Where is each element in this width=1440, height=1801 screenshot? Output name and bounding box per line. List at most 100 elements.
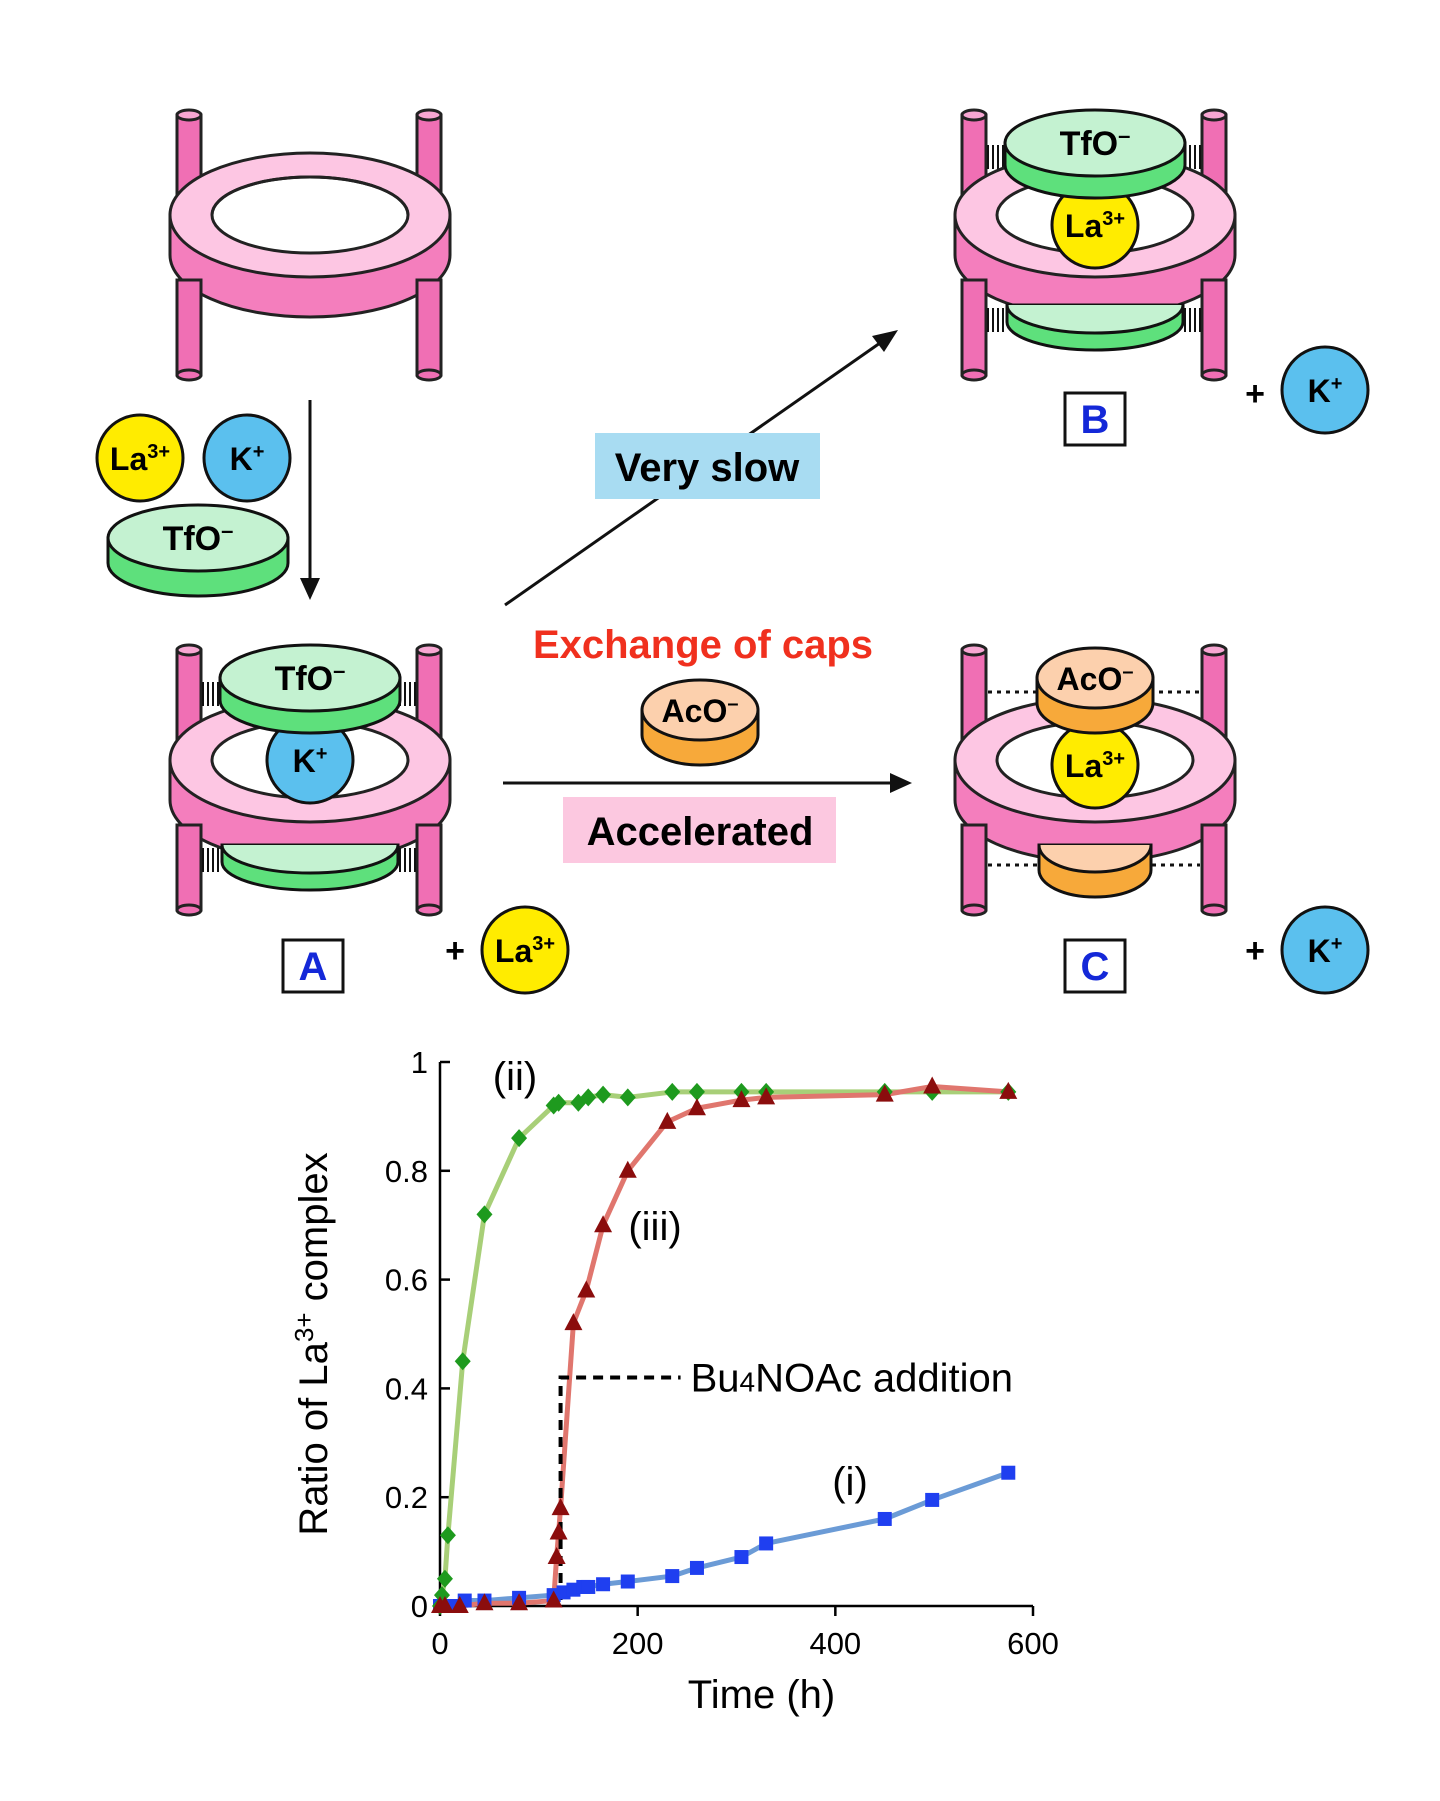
svg-text:La3+: La3+ (110, 441, 170, 477)
series-line (440, 1083, 1009, 1609)
data-point-square (581, 1579, 596, 1594)
series-markers (431, 1076, 1018, 1615)
svg-text:Very slow: Very slow (615, 446, 800, 490)
annotation-label: Bu4NOAc addition (691, 1357, 1013, 1401)
series-label: (iii) (628, 1205, 681, 1249)
data-point-triangle (658, 1111, 677, 1129)
data-point-triangle (594, 1215, 613, 1233)
reagent-aco: AcO– (640, 678, 760, 767)
host-empty (168, 108, 452, 382)
data-point-triangle (923, 1076, 942, 1094)
data-point-triangle (544, 1590, 563, 1608)
very-slow-label: Very slow (595, 433, 820, 499)
exchange-label: Exchange of caps (533, 623, 873, 667)
y-tick-label: 0.6 (385, 1263, 428, 1298)
data-point-square (925, 1492, 940, 1507)
la-label: La (110, 441, 148, 477)
data-point-diamond (511, 1129, 528, 1148)
reagent-k: K+ (202, 413, 292, 503)
data-point-triangle (577, 1280, 596, 1298)
addition-annotation: Bu4NOAc addition (558, 1357, 1013, 1600)
data-point-diamond (595, 1085, 612, 1104)
svg-text:TfO–: TfO– (163, 518, 234, 558)
data-point-triangle (549, 1522, 568, 1540)
reagent-la: La3+ (95, 413, 185, 503)
data-point-triangle (475, 1593, 494, 1611)
svg-text:La3+: La3+ (495, 933, 555, 969)
series-line (440, 1470, 1010, 1609)
svg-text:La3+: La3+ (1065, 748, 1125, 784)
data-point-triangle (564, 1313, 583, 1331)
data-point-triangle (435, 1596, 454, 1613)
data-point-diamond (436, 1569, 453, 1588)
data-point-triangle (551, 1498, 570, 1516)
data-point-triangle (757, 1087, 776, 1105)
y-tick-label: 1 (411, 1045, 428, 1080)
released-k-b: K+ (1280, 345, 1370, 435)
data-point-diamond (550, 1093, 567, 1112)
plus-c: + (1245, 932, 1265, 970)
complex-a: K+ TfO– (168, 643, 452, 917)
label-c: C (1081, 945, 1110, 989)
data-point-triangle (999, 1081, 1018, 1099)
series-label: (i) (832, 1460, 868, 1504)
data-point-square (759, 1536, 774, 1551)
y-tick-label: 0.2 (385, 1480, 428, 1515)
released-la: La3+ (480, 905, 570, 995)
svg-text:La3+: La3+ (1065, 208, 1125, 244)
data-point-triangle (732, 1090, 751, 1108)
data-point-square (689, 1560, 704, 1575)
data-point-diamond (439, 1526, 456, 1545)
svg-text:TfO–: TfO– (1060, 123, 1131, 163)
accelerated-label: Accelerated (563, 797, 836, 863)
label-b: B (1081, 398, 1110, 442)
data-point-square (596, 1577, 611, 1592)
label-b-box: B (1063, 391, 1127, 447)
data-point-square (665, 1569, 680, 1584)
complex-c: La3+ AcO– (953, 643, 1237, 917)
series-labels: (i)(ii)(iii) (493, 1055, 868, 1504)
x-tick-label: 600 (1007, 1626, 1059, 1661)
series-lines (437, 1083, 1010, 1609)
svg-text:K+: K+ (293, 743, 328, 779)
data-point-triangle (450, 1596, 469, 1613)
x-axis-label: Time (h) (688, 1673, 835, 1717)
svg-text:AcO–: AcO– (662, 693, 739, 729)
y-tick-label: 0 (411, 1589, 428, 1624)
svg-text:Accelerated: Accelerated (587, 810, 814, 854)
data-point-diamond (688, 1082, 705, 1101)
annotation-dashed-line (558, 1375, 681, 1600)
svg-text:K+: K+ (230, 441, 265, 477)
complex-b: La3+ TfO– (953, 108, 1237, 382)
data-point-diamond (476, 1205, 493, 1224)
plus-a: + (445, 932, 465, 970)
data-point-triangle (510, 1593, 529, 1611)
y-axis-label: Ratio of La3+ complex (289, 1152, 336, 1535)
arrow-down (300, 400, 320, 600)
data-point-square (1001, 1465, 1016, 1480)
label-a: A (299, 945, 328, 989)
data-point-diamond (619, 1088, 636, 1107)
released-k-c: K+ (1280, 905, 1370, 995)
data-point-diamond (580, 1088, 597, 1107)
plus-b: + (1245, 375, 1265, 413)
x-tick-label: 0 (431, 1626, 448, 1661)
svg-text:AcO–: AcO– (1057, 661, 1134, 697)
label-c-box: C (1063, 938, 1127, 994)
data-point-square (877, 1511, 892, 1526)
reaction-scheme: La3+ K+ TfO– K+ (95, 108, 1370, 995)
series-line (437, 1089, 1009, 1607)
data-point-diamond (454, 1352, 471, 1371)
data-point-triangle (547, 1547, 566, 1565)
data-point-triangle (618, 1160, 637, 1178)
data-point-triangle (875, 1084, 894, 1102)
reagent-tfo: TfO– (106, 503, 290, 598)
x-tick-label: 400 (809, 1626, 861, 1661)
label-a-box: A (281, 938, 345, 994)
y-tick-label: 0.4 (385, 1371, 428, 1406)
svg-text:K+: K+ (1308, 373, 1343, 409)
y-tick-label: 0.8 (385, 1154, 428, 1189)
data-point-triangle (687, 1098, 706, 1116)
